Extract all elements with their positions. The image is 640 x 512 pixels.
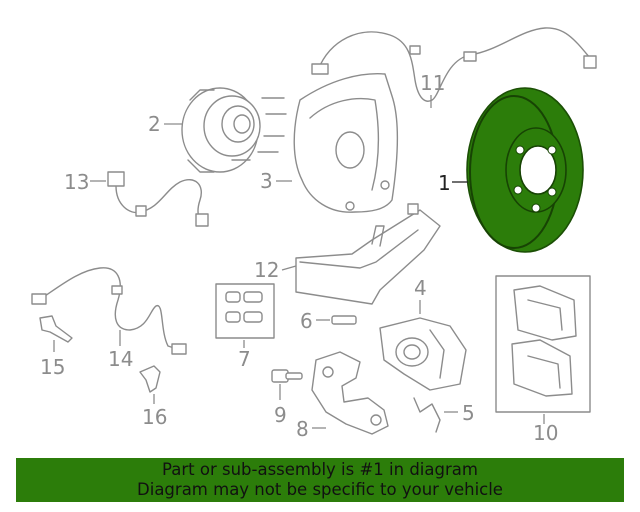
callout-label-8: 8 <box>296 417 309 441</box>
callout-5: 5 <box>444 401 475 425</box>
part-5-clip[interactable] <box>413 397 441 433</box>
part-13-sensor-harness[interactable] <box>107 171 209 227</box>
callout-6: 6 <box>300 309 330 333</box>
callout-15: 15 <box>40 340 65 379</box>
part-16-bracket[interactable] <box>139 365 161 393</box>
part-8-caliper-bracket[interactable] <box>311 351 389 435</box>
callout-label-16: 16 <box>142 405 167 429</box>
part-4-caliper[interactable] <box>379 317 467 391</box>
banner-line-2: Diagram may not be specific to your vehi… <box>137 480 503 499</box>
callout-2: 2 <box>148 112 182 136</box>
callout-12: 12 <box>254 258 297 282</box>
part-14-harness[interactable] <box>31 267 187 355</box>
part-6-guide-bolt[interactable] <box>331 315 357 325</box>
notice-banner: Part or sub-assembly is #1 in diagram Di… <box>16 458 624 502</box>
callout-label-5: 5 <box>462 401 475 425</box>
callout-8: 8 <box>296 417 326 441</box>
callout-14: 14 <box>108 330 133 371</box>
part-10-pad-kit[interactable] <box>495 275 591 413</box>
part-12-deflector[interactable] <box>295 203 441 305</box>
callout-label-11: 11 <box>420 71 445 95</box>
part-2-hub-bearing[interactable] <box>181 87 287 173</box>
callout-7: 7 <box>238 340 251 371</box>
callout-4: 4 <box>414 276 427 314</box>
banner-line-1: Part or sub-assembly is #1 in diagram <box>162 460 478 479</box>
callout-16: 16 <box>142 394 167 429</box>
callout-label-2: 2 <box>148 112 161 136</box>
part-15-bracket[interactable] <box>39 315 73 343</box>
callout-10: 10 <box>533 414 558 445</box>
callout-label-10: 10 <box>533 421 558 445</box>
callout-label-13: 13 <box>64 170 89 194</box>
callout-label-12: 12 <box>254 258 279 282</box>
callout-11: 11 <box>420 71 445 108</box>
callout-label-6: 6 <box>300 309 313 333</box>
part-7-pin-kit[interactable] <box>215 283 275 339</box>
callout-label-4: 4 <box>414 276 427 300</box>
part-11-wear-sensor-wire[interactable] <box>311 27 597 102</box>
callout-label-15: 15 <box>40 355 65 379</box>
callout-label-3: 3 <box>260 169 273 193</box>
part-3-splash-shield[interactable] <box>293 73 398 213</box>
callout-label-7: 7 <box>238 347 251 371</box>
callout-13: 13 <box>64 170 106 194</box>
part-9-bolt[interactable] <box>271 369 303 383</box>
callout-9: 9 <box>274 384 287 427</box>
callout-3: 3 <box>260 169 292 193</box>
callout-label-14: 14 <box>108 347 133 371</box>
part-1-brake-rotor[interactable] <box>466 87 584 253</box>
callout-label-1: 1 <box>438 171 451 195</box>
callout-label-9: 9 <box>274 403 287 427</box>
callout-1: 1 <box>438 171 468 195</box>
